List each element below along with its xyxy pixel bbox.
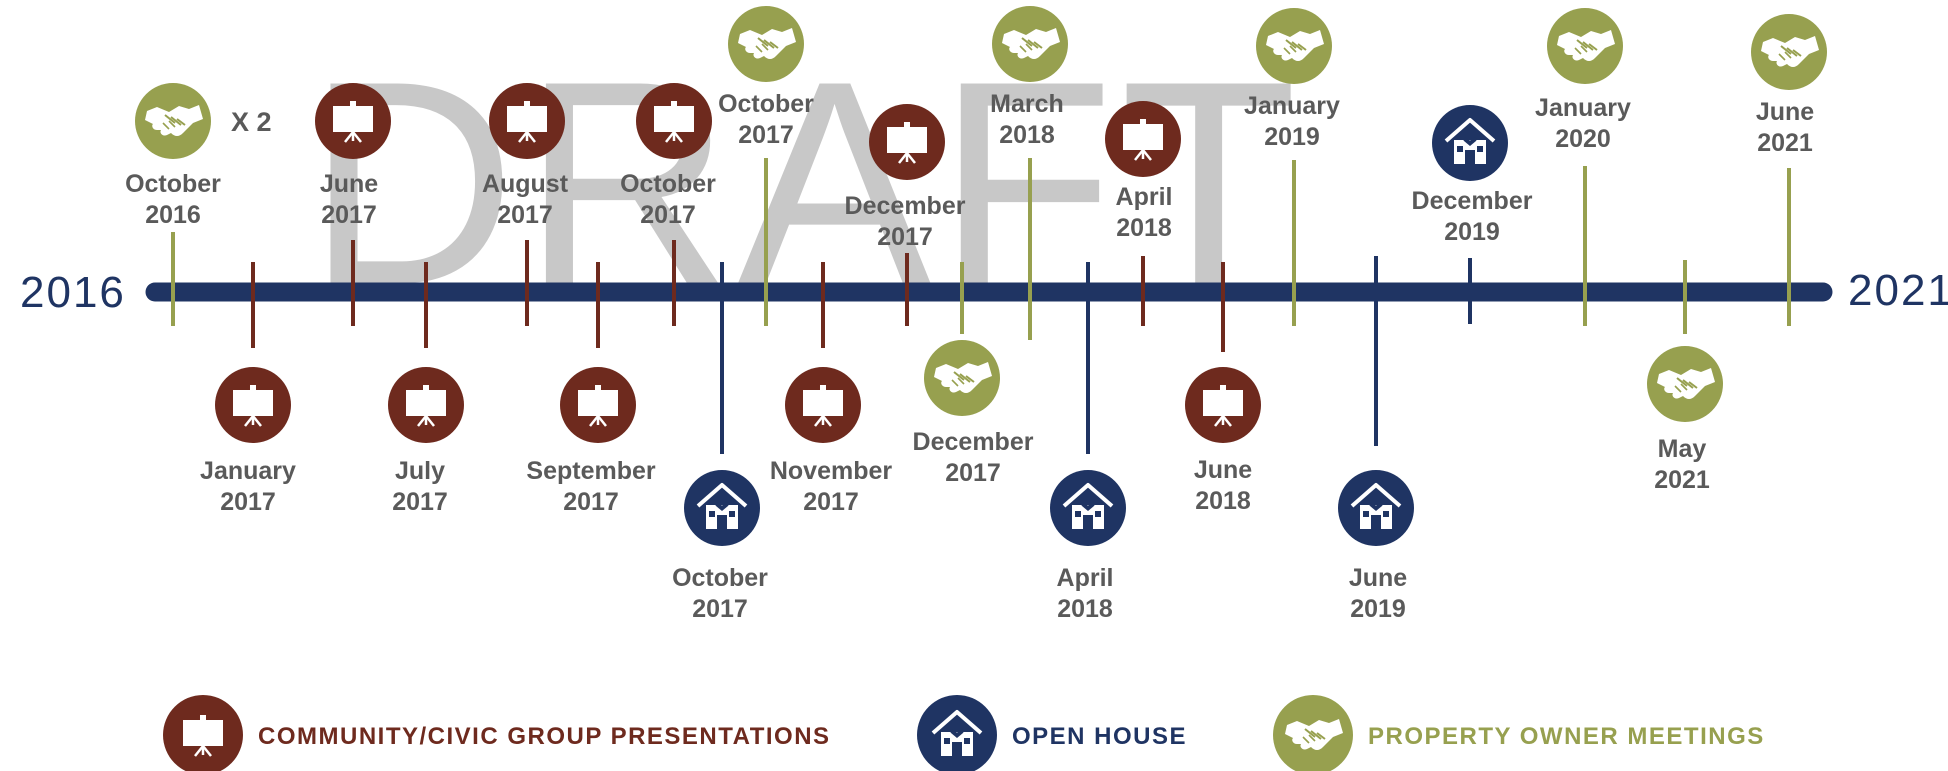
- event-year-label: 2017: [392, 488, 448, 516]
- event-month-label: May: [1658, 435, 1707, 463]
- event-year-label: 2017: [877, 223, 933, 251]
- timeline-start-year: 2016: [20, 268, 126, 317]
- event-year-label: 2017: [220, 488, 276, 516]
- timeline-event: January 2020: [1535, 8, 1631, 326]
- legend-item-open-house: OPEN HOUSE: [917, 695, 1187, 771]
- timeline-event: October 2017: [718, 6, 814, 326]
- event-count-note: X 2: [231, 107, 272, 137]
- timeline-event: April 2018: [1050, 262, 1126, 623]
- event-month-label: October: [125, 170, 221, 198]
- timeline-event: June 2021: [1751, 14, 1827, 326]
- timeline-event: June 2019: [1338, 256, 1414, 623]
- timeline-event: June 2018: [1185, 262, 1261, 515]
- event-year-label: 2021: [1757, 129, 1813, 157]
- timeline-event: December 2019: [1412, 105, 1533, 324]
- event-year-label: 2019: [1444, 218, 1500, 246]
- timeline-event: May 2021: [1647, 260, 1723, 494]
- event-month-label: June: [1756, 98, 1814, 126]
- timeline-event: December 2017: [845, 104, 966, 326]
- timeline-event: October 2017: [620, 83, 716, 326]
- event-year-label: 2017: [945, 459, 1001, 487]
- timeline-event: June 2017: [315, 83, 391, 326]
- event-month-label: April: [1057, 564, 1114, 592]
- event-month-label: December: [1412, 187, 1533, 215]
- event-year-label: 2017: [497, 201, 553, 229]
- event-month-label: June: [320, 170, 378, 198]
- event-year-label: 2017: [640, 201, 696, 229]
- event-year-label: 2017: [803, 488, 859, 516]
- timeline-event: March 2018: [990, 6, 1068, 340]
- event-month-label: June: [1349, 564, 1407, 592]
- legend-item-property-owner: PROPERTY OWNER MEETINGS: [1273, 695, 1765, 771]
- event-month-label: November: [770, 457, 893, 485]
- legend: COMMUNITY/CIVIC GROUP PRESENTATIONS OPEN …: [163, 695, 1765, 771]
- event-month-label: January: [1244, 92, 1340, 120]
- timeline-end-year: 2021: [1848, 266, 1948, 315]
- event-year-label: 2018: [1195, 487, 1251, 515]
- event-month-label: March: [990, 90, 1064, 118]
- event-month-label: December: [913, 428, 1034, 456]
- event-month-label: January: [1535, 94, 1631, 122]
- event-year-label: 2016: [145, 201, 201, 229]
- event-month-label: June: [1194, 456, 1252, 484]
- event-year-label: 2018: [999, 121, 1055, 149]
- event-month-label: April: [1116, 183, 1173, 211]
- event-year-label: 2018: [1116, 214, 1172, 242]
- timeline-event: August 2017: [482, 83, 569, 326]
- event-year-label: 2017: [321, 201, 377, 229]
- timeline-event: October 2016 X 2: [125, 83, 272, 326]
- timeline-event: January 2019: [1244, 8, 1340, 326]
- event-month-label: August: [482, 170, 569, 198]
- timeline-event: January 2017: [200, 262, 296, 516]
- event-year-label: 2019: [1264, 123, 1320, 151]
- event-month-label: October: [672, 564, 768, 592]
- timeline-event: November 2017: [770, 262, 893, 516]
- event-month-label: July: [395, 457, 445, 485]
- event-year-label: 2017: [563, 488, 619, 516]
- event-month-label: January: [200, 457, 296, 485]
- event-year-label: 2020: [1555, 125, 1611, 153]
- legend-item-presentation: COMMUNITY/CIVIC GROUP PRESENTATIONS: [163, 695, 831, 771]
- event-year-label: 2017: [692, 595, 748, 623]
- event-year-label: 2019: [1350, 595, 1406, 623]
- event-year-label: 2017: [738, 121, 794, 149]
- event-month-label: October: [620, 170, 716, 198]
- legend-label: COMMUNITY/CIVIC GROUP PRESENTATIONS: [258, 723, 831, 750]
- timeline-event: September 2017: [526, 262, 656, 516]
- timeline-event: December 2017: [913, 262, 1034, 487]
- legend-label: PROPERTY OWNER MEETINGS: [1368, 723, 1765, 750]
- timeline-event: July 2017: [388, 262, 464, 516]
- event-year-label: 2021: [1654, 466, 1710, 494]
- legend-label: OPEN HOUSE: [1012, 723, 1187, 750]
- event-month-label: December: [845, 192, 966, 220]
- event-month-label: September: [526, 457, 655, 485]
- event-month-label: October: [718, 90, 814, 118]
- timeline-event: October 2017: [672, 262, 768, 623]
- timeline-event: April 2018: [1105, 101, 1181, 326]
- event-year-label: 2018: [1057, 595, 1113, 623]
